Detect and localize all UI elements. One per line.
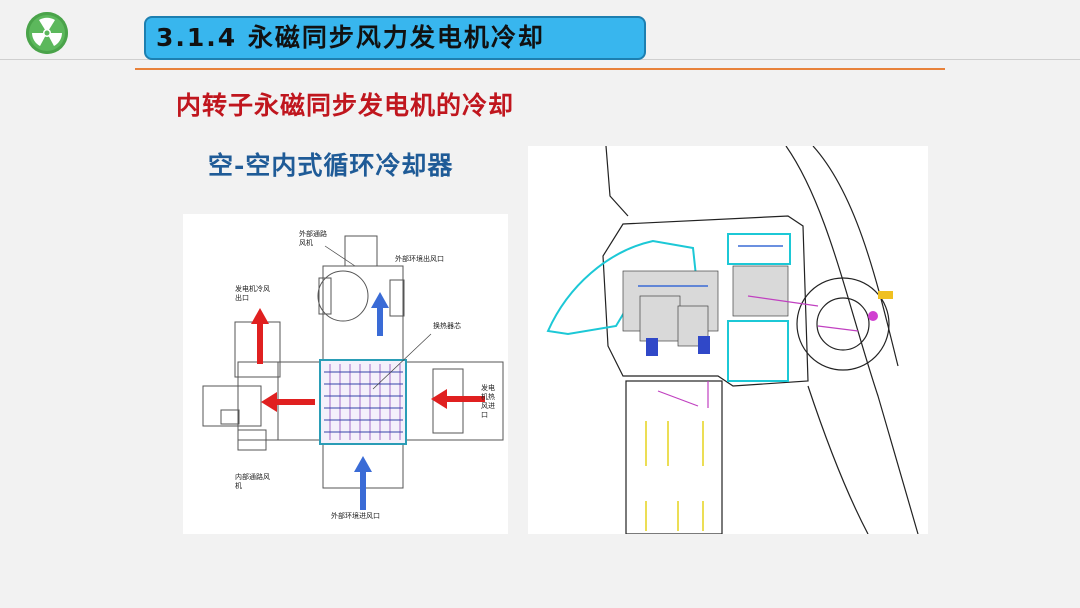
radiation-logo-icon — [26, 12, 68, 54]
label-inner-fan: 内部通路风 — [235, 472, 270, 481]
label-gen-inlet-a: 发电 — [481, 383, 495, 392]
label-gen-outlet-2: 出口 — [235, 293, 249, 302]
title-underline — [135, 68, 945, 70]
label-inner-fan-2: 机 — [235, 481, 242, 490]
label-gen-inlet-d: 口 — [481, 411, 488, 419]
nacelle-section-drawing — [528, 145, 928, 535]
label-outer-fan-2: 风机 — [299, 238, 313, 247]
label-outer-inlet: 外部环境进风口 — [331, 511, 380, 520]
label-outer-fan: 外部通路 — [299, 229, 327, 238]
label-gen-inlet-b: 机热 — [481, 392, 495, 401]
heat-exchanger-diagram: 外部通路 风机 外部环境出风口 发电机冷风 出口 换热器芯 发电 机热 风进 口… — [183, 214, 508, 534]
cooler-heading: 空-空内式循环冷却器 — [208, 151, 454, 180]
slide-subtitle: 内转子永磁同步发电机的冷却 — [176, 91, 515, 120]
label-heat-core: 换热器芯 — [433, 321, 461, 330]
label-gen-outlet: 发电机冷风 — [235, 284, 270, 293]
label-outer-outlet: 外部环境出风口 — [395, 254, 444, 263]
label-gen-inlet-c: 风进 — [481, 402, 495, 410]
section-title: 3.1.4 永磁同步风力发电机冷却 — [144, 16, 646, 60]
